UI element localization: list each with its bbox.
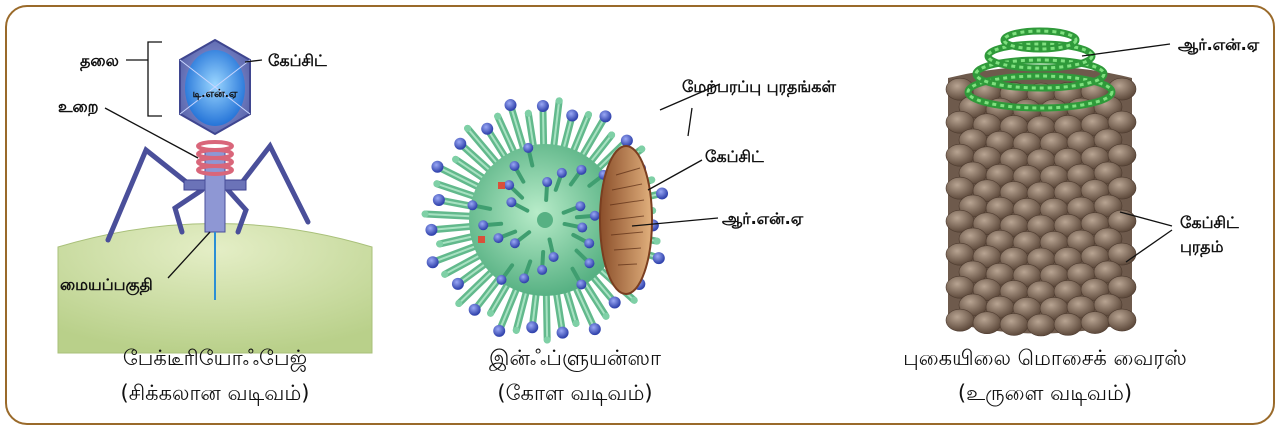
label-capsid-protein-1: கேப்சிட் — [1180, 213, 1239, 232]
caption-influenza-shape: (கோள வடிவம்) — [497, 381, 652, 406]
caption-bacteriophage-name: பேக்டீரியோஃபேஜ் — [123, 346, 307, 372]
label-sheath: உறை — [58, 97, 99, 116]
label-rna-flu: ஆர்.என்.ஏ — [722, 209, 804, 229]
tmv-illustration: ஆர்.என்.ஏ கேப்சிட் புரதம் புகையிலை மொசைக… — [903, 31, 1260, 406]
caption-tmv-shape: (உருளை வடிவம்) — [958, 381, 1132, 406]
label-capsid-flu: கேப்சிட் — [705, 147, 764, 166]
label-dna: டி.என்.ஏ — [193, 87, 238, 100]
label-capsid-protein-2: புரதம் — [1180, 237, 1224, 257]
label-core: மையப்பகுதி — [60, 275, 153, 296]
label-rna-tmv: ஆர்.என்.ஏ — [1178, 35, 1260, 55]
label-head: தலை — [80, 51, 119, 71]
caption-bacteriophage-shape: (சிக்கலான வடிவம்) — [121, 381, 310, 406]
caption-influenza-name: இன்ஃப்ளுயன்ஸா — [489, 346, 661, 372]
capsid-protein-subunits — [946, 78, 1136, 336]
influenza-illustration: மேற்பரப்பு புரதங்கள் கேப்சிட் ஆர்.என்.ஏ … — [422, 77, 837, 406]
caption-tmv-name: புகையிலை மொசைக் வைரஸ் — [903, 346, 1187, 370]
head-bracket — [148, 42, 162, 116]
bacteriophage-illustration: தலை கேப்சிட் டி.என்.ஏ உறை மையப்பகுதி பேக… — [58, 40, 372, 406]
tail-sheath — [205, 150, 225, 232]
label-surface-proteins: மேற்பரப்பு புரதங்கள் — [682, 77, 837, 97]
label-capsid-phage: கேப்சிட் — [268, 51, 327, 70]
cutaway-section — [600, 146, 652, 294]
